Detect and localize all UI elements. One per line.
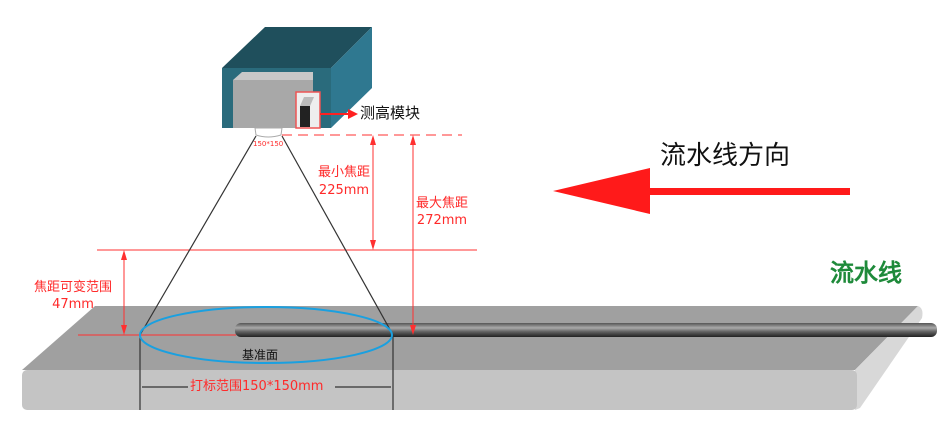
marking-field-ellipse — [139, 306, 393, 364]
height-module-label: 测高模块 — [360, 104, 421, 122]
marking-range-label: 打标范围150*150mm — [190, 379, 324, 394]
camera-top-face — [222, 27, 372, 68]
flow-direction-label: 流水线方向 — [660, 141, 791, 171]
dimension-lines — [78, 134, 477, 336]
conveyor-label: 流水线 — [830, 259, 902, 287]
conveyor-front-face — [22, 370, 857, 410]
camera-side-face — [331, 27, 372, 128]
max-focal-title: 最大焦距 — [415, 196, 468, 211]
flow-direction-arrow — [553, 168, 850, 214]
lens-field-label: 150*150 — [253, 140, 284, 148]
laser-cone — [139, 135, 394, 410]
min-focal-title: 最小焦距 — [317, 165, 370, 180]
lens — [254, 127, 283, 138]
laser-head — [222, 27, 372, 138]
max-focal-value: 272mm — [416, 213, 468, 228]
conveyor-rail — [235, 323, 937, 337]
conveyor — [22, 306, 937, 410]
min-focal-value: 225mm — [318, 183, 370, 198]
reference-plane-label: 基准面 — [242, 348, 279, 362]
focal-range-title: 焦距可变范围 — [33, 280, 112, 295]
focal-range-value: 47mm — [52, 297, 94, 312]
conveyor-top-face — [22, 306, 918, 370]
arrowheads — [121, 135, 416, 335]
